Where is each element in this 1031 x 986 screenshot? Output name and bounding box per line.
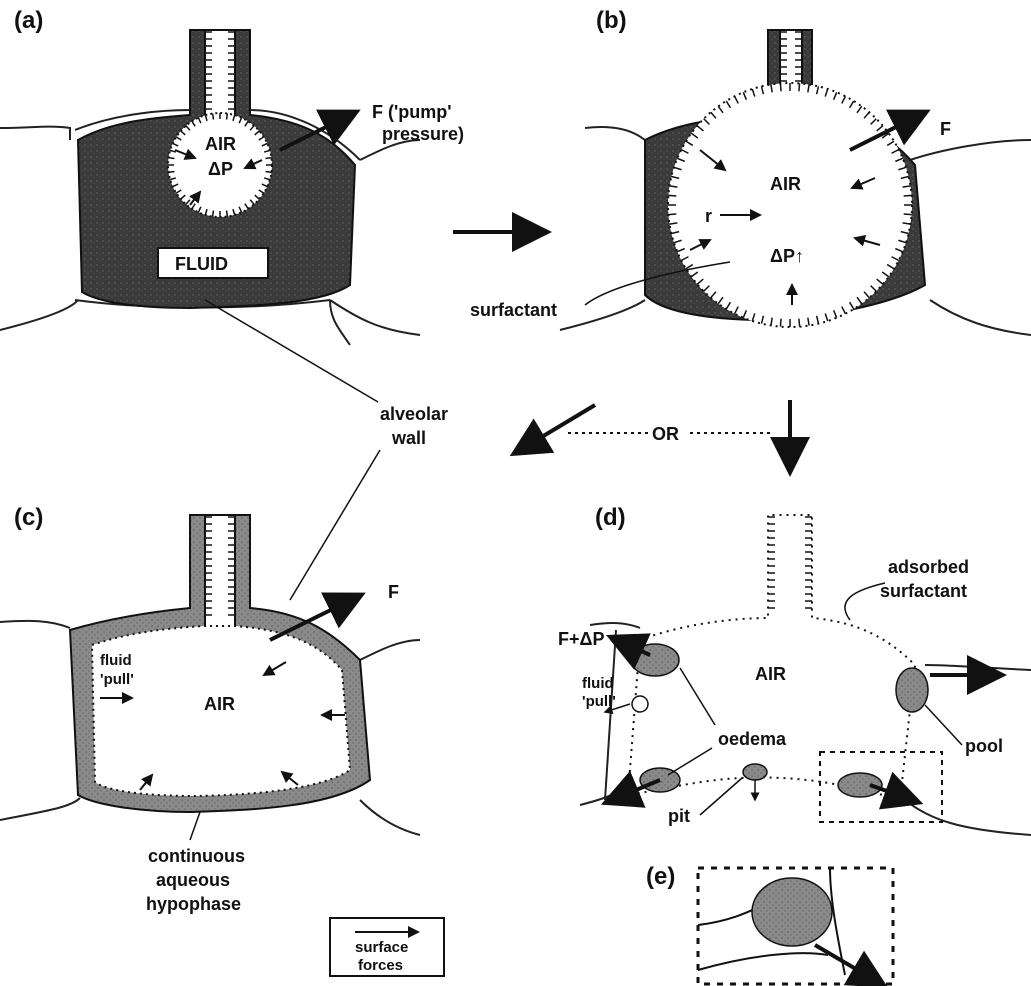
panel-c-fluid-pull-2: 'pull' xyxy=(100,671,134,688)
surfactant-tick xyxy=(169,172,175,173)
panel-a-force-label: F ('pump' xyxy=(372,102,452,122)
legend-label-2: forces xyxy=(358,957,403,974)
panel-c-hypophase-1: continuous xyxy=(148,846,245,866)
panel-d: (d) AIR F+ΔP adsorbed surfactant fluid '… xyxy=(558,504,1031,835)
panel-d-pool-blob xyxy=(896,668,928,712)
panel-d-tag: (d) xyxy=(595,504,626,531)
surfactant-tick xyxy=(266,172,272,173)
alveolar-wall-label-1: alveolar xyxy=(380,404,448,424)
panel-d-pit-blob xyxy=(743,764,767,780)
panel-e: (e) xyxy=(646,863,893,984)
panel-a-delta-p-label: ΔP xyxy=(208,159,233,179)
branch-arrow-to-c xyxy=(520,405,595,450)
panel-c-tag: (c) xyxy=(14,504,43,531)
panel-a: (a) AIR ΔP F ('pump' pressure) FLUID xyxy=(0,7,464,345)
surfactant-tick xyxy=(213,114,214,120)
panel-b: (b) AIR r ΔP↑ F surfactant xyxy=(470,7,1031,335)
panel-b-air-label: AIR xyxy=(770,174,801,194)
legend: surface forces xyxy=(330,918,444,976)
panel-d-pool-pointer xyxy=(925,705,962,745)
surfactant-tick xyxy=(799,83,800,91)
panel-b-tag: (b) xyxy=(596,7,627,34)
panel-d-fluid-pull-2: 'pull' xyxy=(582,693,616,710)
panel-c-hypophase-2: aqueous xyxy=(156,870,230,890)
panel-c-hypophase-pointer xyxy=(190,812,200,840)
or-label: OR xyxy=(652,424,679,444)
panel-b-delta-p-label: ΔP↑ xyxy=(770,246,804,266)
panel-c-hypophase-3: hypophase xyxy=(146,894,241,914)
panel-e-force-arrow xyxy=(815,945,878,982)
surfactant-tick xyxy=(780,83,781,91)
panel-a-air-label: AIR xyxy=(205,134,236,154)
panel-e-wall-bottom xyxy=(698,953,828,970)
panel-c-duct xyxy=(205,515,235,635)
panel-d-force-label: F+ΔP xyxy=(558,629,604,649)
panel-a-tag: (a) xyxy=(14,7,43,34)
panel-c-fluid-pull-1: fluid xyxy=(100,652,132,669)
surfactant-tick xyxy=(904,195,912,196)
alveolar-wall-pointer-upper xyxy=(205,300,378,402)
panel-a-fluid-label: FLUID xyxy=(175,254,228,274)
panel-d-fluid-pull-blob xyxy=(632,696,648,712)
panel-c-duct-ticks-left xyxy=(205,517,212,615)
panel-c-air-label: AIR xyxy=(204,694,235,714)
surfactant-tick xyxy=(227,114,228,120)
surfactant-tick xyxy=(780,319,781,327)
panel-d-adsorbed-1: adsorbed xyxy=(888,557,969,577)
panel-d-fluid-pull-1: fluid xyxy=(582,675,614,692)
surfactant-tick xyxy=(799,319,800,327)
panel-d-oedema-label: oedema xyxy=(718,729,787,749)
panel-c-duct-ticks-right xyxy=(228,517,235,615)
panel-d-adsorbed-pointer xyxy=(845,583,885,620)
panel-d-adsorbed-2: surfactant xyxy=(880,581,967,601)
panel-d-pool-label: pool xyxy=(965,736,1003,756)
or-branch: OR xyxy=(520,400,790,465)
panel-c-force-label: F xyxy=(388,582,399,602)
surfactant-tick xyxy=(227,211,228,217)
surfactant-tick xyxy=(266,158,272,159)
surfactant-tick xyxy=(904,214,912,215)
legend-label-1: surface xyxy=(355,939,408,956)
panel-d-pit-pointer xyxy=(700,778,742,815)
surfactant-tick xyxy=(213,211,214,217)
panel-b-surfactant-label: surfactant xyxy=(470,300,557,320)
alveolar-wall-label-2: wall xyxy=(391,428,426,448)
panel-e-oedema-blob xyxy=(752,878,832,946)
panel-a-force-label-2: pressure) xyxy=(382,124,464,144)
panel-d-air-label: AIR xyxy=(755,664,786,684)
panel-b-force-label: F xyxy=(940,119,951,139)
surfactant-tick xyxy=(169,158,175,159)
surfactant-tick xyxy=(668,195,676,196)
panel-b-radius-label: r xyxy=(705,206,712,226)
panel-d-pit-label: pit xyxy=(668,806,690,826)
surfactant-tick xyxy=(668,214,676,215)
panel-e-tag: (e) xyxy=(646,863,675,890)
alveolar-wall-pointer-lower xyxy=(290,450,380,600)
